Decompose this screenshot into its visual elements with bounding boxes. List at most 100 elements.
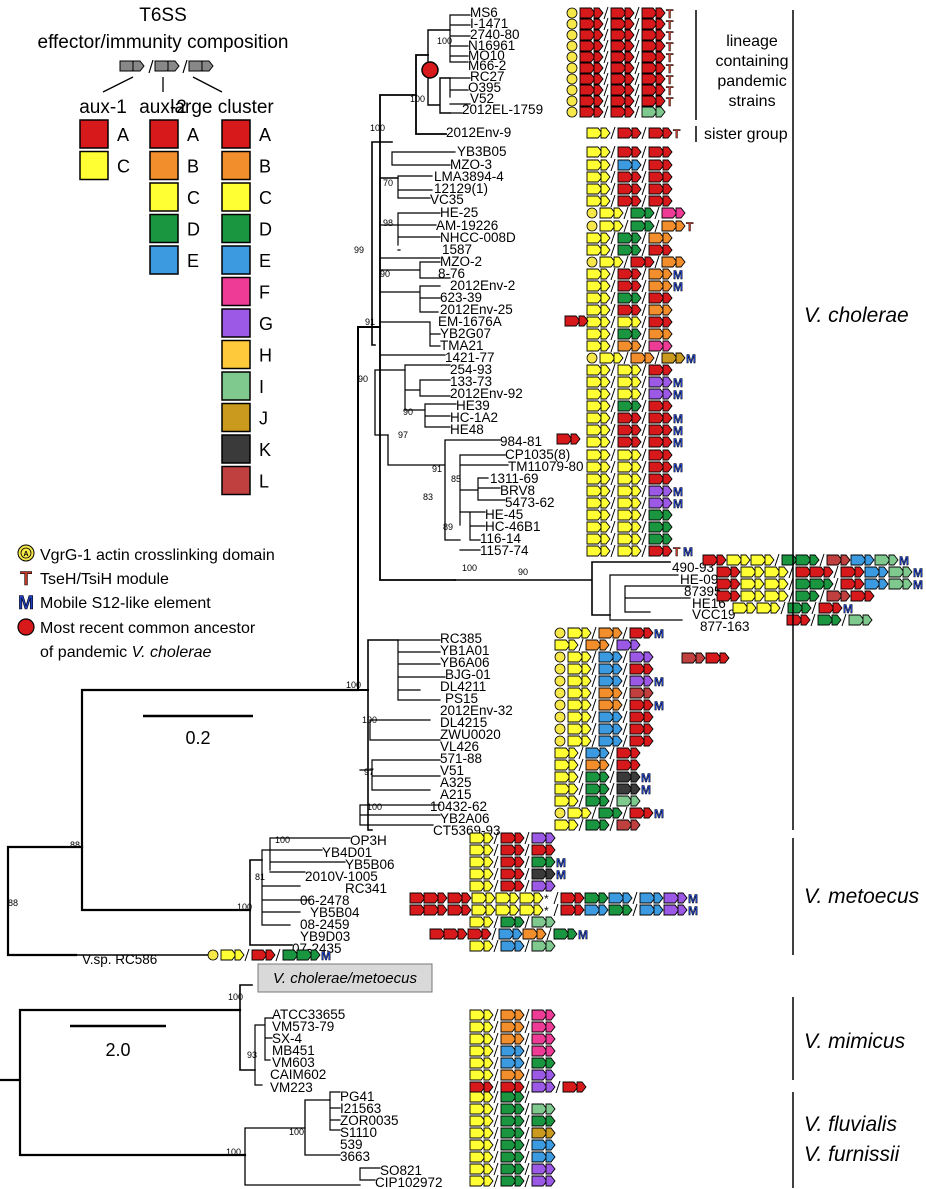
gene-arrow (531, 1045, 548, 1057)
gene-arrow (663, 892, 680, 904)
actin-domain-icon (566, 29, 578, 41)
gene-arrow (630, 256, 647, 268)
bootstrap-value: 90 (380, 269, 390, 279)
gene-arrow (641, 95, 658, 107)
gene-arrow (756, 602, 773, 614)
gene-arrow (862, 614, 873, 626)
gene-arrow (586, 328, 603, 340)
legend-swatch-letter: E (259, 251, 271, 271)
gene-arrow (662, 449, 673, 461)
cluster-separator (623, 219, 629, 233)
cluster-separator (591, 650, 597, 664)
gene-arrow (509, 904, 520, 916)
cluster-separator (610, 291, 616, 305)
gene-arrow (764, 554, 775, 566)
gene-arrow (581, 807, 592, 819)
taxon-label: TM11079-80 (508, 459, 584, 474)
gene-arrow (514, 856, 525, 868)
gene-arrow (648, 171, 665, 183)
gene-arrow (787, 602, 804, 614)
legend-swatch (221, 339, 251, 370)
gene-arrow (469, 1175, 486, 1187)
gene-arrow (641, 40, 658, 52)
gene-arrow (514, 1175, 525, 1187)
gene-arrow (648, 292, 665, 304)
gene-arrow (519, 892, 536, 904)
cluster-separator (610, 145, 616, 159)
gene-arrow (545, 868, 556, 880)
gene-arrow (616, 639, 633, 651)
legend-swatch (221, 119, 251, 149)
gene-arrow (746, 602, 757, 614)
mobile-element-icon: M (18, 593, 34, 615)
gene-arrow (600, 533, 611, 545)
taxon-label: 2012Env-9 (446, 125, 511, 140)
gene-arrow (631, 328, 642, 340)
gene-arrow (498, 928, 515, 940)
gene-arrow (754, 578, 765, 590)
cluster-separator (553, 903, 559, 917)
gene-arrow (251, 949, 268, 961)
cluster-separator (641, 194, 647, 208)
gene-arrow (469, 1115, 486, 1127)
gene-arrow (469, 1045, 486, 1057)
gene-arrow (631, 304, 642, 316)
gene-arrow (874, 554, 891, 566)
cluster-separator (641, 303, 647, 317)
cluster-separator (654, 351, 660, 365)
gene-arrow (716, 554, 727, 566)
cluster-separator (493, 1020, 499, 1034)
gene-arrow (740, 590, 757, 602)
cluster-separator (493, 1068, 499, 1082)
mobile-element-icon: M (654, 675, 664, 689)
gene-arrow (662, 292, 673, 304)
gene-arrow (531, 1081, 548, 1093)
gene-arrow (612, 675, 623, 687)
gene-arrow (586, 521, 603, 533)
tseh-module-icon: T (666, 7, 674, 21)
cluster-separator (641, 508, 647, 522)
gene-arrow (409, 904, 426, 916)
gene-arrow (610, 40, 627, 52)
taxon-label: MZO-3 (450, 157, 492, 172)
mobile-element-icon: M (556, 868, 566, 882)
gene-arrow (631, 436, 642, 448)
gene-arrow (500, 1115, 517, 1127)
taxon-label: EM-1676A (438, 314, 502, 329)
gene-arrow (631, 195, 642, 207)
cluster-separator (641, 363, 647, 377)
gene-arrow (631, 545, 642, 557)
gene-arrow (617, 388, 634, 400)
taxon-label: I-1471 (470, 16, 508, 31)
tseh-module-icon: T (666, 95, 674, 109)
gene-arrow (500, 1033, 517, 1045)
cluster-separator (493, 1150, 499, 1164)
gene-arrow (662, 545, 673, 557)
gene-arrow (567, 627, 584, 639)
gene-arrow (483, 1115, 494, 1127)
gene-arrow (662, 521, 673, 533)
gene-arrow (617, 485, 634, 497)
taxon-label: S1110 (340, 1125, 377, 1140)
bootstrap-value: 90 (403, 407, 413, 417)
gene-arrow (483, 1139, 494, 1151)
gene-arrow (630, 795, 641, 807)
gene-arrow (531, 1103, 548, 1115)
gene-arrow (481, 928, 492, 940)
gene-arrow (617, 232, 634, 244)
cluster-separator (609, 746, 615, 760)
gene-arrow (643, 663, 654, 675)
taxon-label: 571-88 (440, 751, 482, 766)
gene-arrow (730, 578, 741, 590)
gene-arrow (593, 84, 604, 96)
mobile-element-icon: M (673, 436, 683, 450)
gene-arrow (514, 1091, 525, 1103)
gene-arrow (648, 340, 665, 352)
mobile-element-icon: M (654, 699, 664, 713)
tseh-module-icon: T (666, 51, 674, 65)
gene-arrow (631, 127, 642, 139)
taxon-label: 8-76 (438, 266, 465, 281)
gene-arrow (648, 280, 665, 292)
cluster-separator (524, 1068, 530, 1082)
gene-arrow (562, 1081, 579, 1093)
